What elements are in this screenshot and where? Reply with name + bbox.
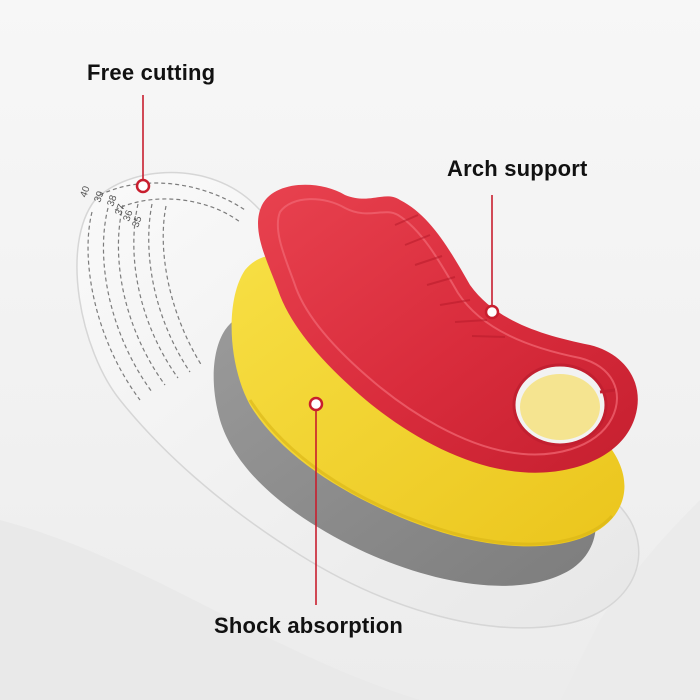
heel-hole-slit — [599, 388, 616, 394]
size-mark: 37 — [113, 202, 127, 217]
size-labels: 40 39 38 37 36 35 — [78, 184, 144, 229]
size-mark: 36 — [121, 208, 135, 223]
callout-free-cutting-pointer — [135, 95, 151, 194]
callout-arch-support: Arch support — [447, 156, 588, 181]
heel-hole-yellow-visible — [520, 374, 600, 440]
callout-arch-support-pointer — [484, 195, 500, 320]
size-mark: 38 — [105, 193, 119, 208]
size-mark: 40 — [78, 184, 92, 199]
size-mark: 39 — [92, 189, 106, 204]
background-swoosh — [560, 500, 700, 700]
callout-shock-absorption-pointer — [308, 396, 324, 605]
red-layer-emboss — [276, 198, 618, 456]
background-swoosh — [0, 520, 420, 700]
callout-shock-absorption: Shock absorption — [214, 613, 403, 638]
size-cut-lines — [87, 182, 246, 401]
arch-ribs — [394, 214, 506, 338]
size-mark: 35 — [130, 214, 144, 229]
callout-free-cutting: Free cutting — [87, 60, 216, 85]
yellow-layer-edge — [248, 399, 614, 546]
